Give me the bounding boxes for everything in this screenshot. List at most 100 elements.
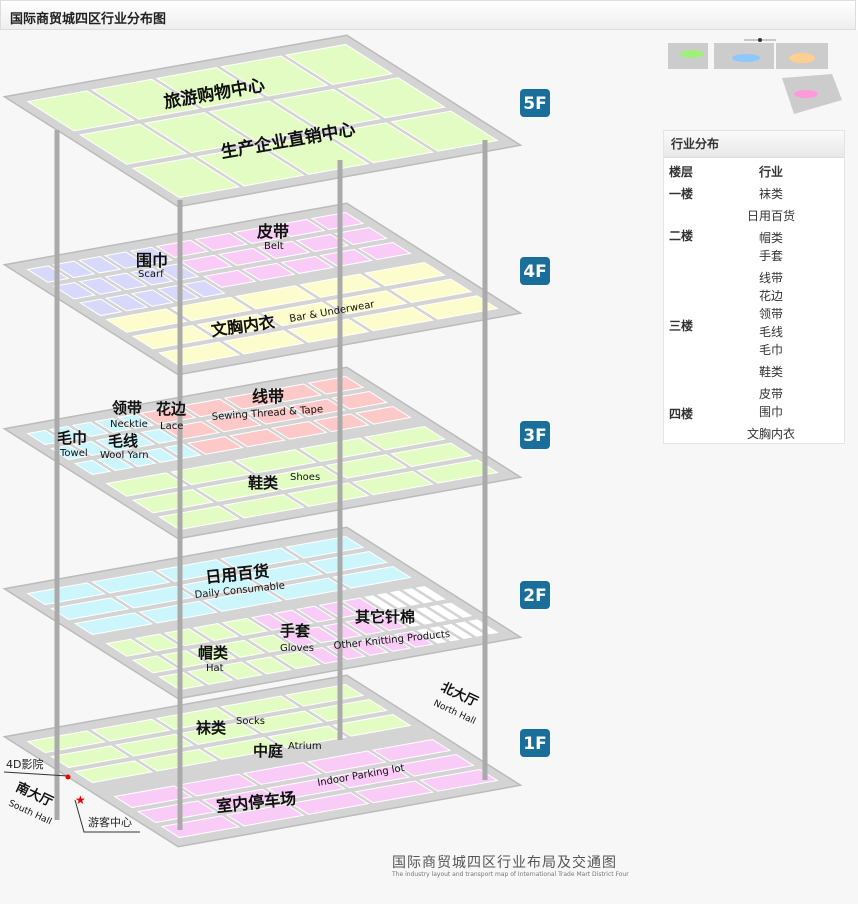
floor-badge-f1[interactable]: 1F — [520, 729, 550, 757]
floor-4: 四楼 — [669, 407, 694, 421]
zone-cell — [90, 78, 200, 120]
zone-scarf: 围巾 — [136, 251, 168, 270]
floor-badge-f2[interactable]: 2F — [520, 581, 550, 609]
zone-cell — [393, 630, 435, 648]
zone-cell — [271, 218, 326, 237]
zone-cell — [307, 375, 365, 395]
industry-item: 线带 — [758, 271, 783, 285]
site-minimap[interactable] — [664, 34, 844, 120]
map-caption: 国际商贸城四区行业布局及交通图 — [392, 855, 617, 871]
zone-gloves-en: Gloves — [280, 643, 314, 654]
zone-cell — [71, 421, 110, 437]
zone-yarn: 毛线 — [108, 432, 138, 450]
zone-cell — [307, 750, 387, 774]
page-header: 国际商贸城四区行业分布图 — [0, 0, 856, 30]
zone-cell — [52, 281, 97, 300]
zone-cell — [131, 325, 214, 350]
floor-badge-f4[interactable]: 4F — [520, 257, 550, 285]
zone-lace: 花边 — [156, 400, 187, 418]
zone-cell — [280, 255, 335, 274]
zone-cell — [284, 43, 394, 85]
zone-cell — [105, 472, 188, 497]
zone-cell — [416, 628, 447, 644]
industry-item: 毛线 — [758, 325, 783, 339]
zone-belt: 皮带 — [256, 222, 289, 241]
visitor-center-label: 游客中心 — [88, 815, 132, 829]
floor-badge-f3[interactable]: 3F — [520, 421, 550, 449]
zone-cell — [354, 405, 412, 425]
zone-socks: 袜类 — [195, 719, 227, 737]
zone-cell — [325, 122, 435, 164]
zone-cell — [114, 733, 195, 757]
zone-cell — [289, 398, 347, 418]
zone-cell — [274, 651, 321, 670]
zone-cell — [117, 432, 156, 448]
zone-cell — [130, 268, 174, 286]
zone-cell — [403, 609, 434, 625]
zone-cell — [310, 211, 365, 231]
zone-cell — [119, 451, 157, 467]
zone-cell — [416, 459, 499, 484]
zone-cell — [441, 602, 473, 618]
zone-cell — [242, 762, 323, 785]
zone-cell — [344, 618, 386, 636]
zone-cell — [205, 413, 263, 433]
zone-cell — [363, 261, 446, 287]
zone-cell — [308, 698, 389, 722]
zone-atrium: 中庭 — [253, 742, 284, 760]
col-industry-header: 行业 — [758, 165, 783, 179]
svg-text:4F: 4F — [523, 262, 546, 282]
zone-cell — [354, 780, 435, 804]
zone-cell — [72, 440, 111, 457]
zone-cell — [116, 413, 155, 429]
zone-cell — [266, 777, 346, 800]
industry-panel: 行业分布 楼层 行业 一楼 袜类 日用百货 二楼 帽类 手套 线带 花边 领带 … — [663, 130, 845, 444]
floor-badge-f5[interactable]: 5F — [520, 89, 550, 117]
industry-item: 花边 — [758, 289, 783, 303]
page-title: 国际商贸城四区行业分布图 — [10, 12, 167, 27]
zone-cell — [113, 785, 193, 809]
svg-text:1F: 1F — [523, 734, 546, 754]
zone-cell — [196, 313, 279, 338]
zone-cell — [222, 330, 305, 355]
zone-cell — [96, 455, 134, 472]
industry-item: 手套 — [758, 249, 783, 263]
zone-cell — [295, 233, 350, 252]
zone-cell — [363, 425, 446, 451]
zone-cell — [187, 666, 234, 685]
zone-cell — [267, 725, 348, 749]
zone-cell — [50, 444, 88, 461]
visitor-star-icon: ★ — [75, 793, 86, 807]
industry-item: 日用百货 — [746, 209, 795, 223]
zone-cell — [130, 289, 175, 307]
zone-cell — [131, 489, 214, 514]
floor-diagram-svg: 旅游购物中心 生产企业直销中心 皮带 Belt 围巾 Scarf 文胸内衣 Ba… — [2, 34, 550, 848]
zone-cell — [234, 285, 317, 310]
zone-cell — [73, 459, 112, 476]
zone-cell — [273, 609, 314, 627]
zone-cell — [177, 773, 258, 797]
zone-cell — [155, 67, 265, 109]
zone-cell — [129, 246, 174, 265]
zone-cell — [429, 626, 460, 642]
cinema-4d-label: 4D影院 — [6, 757, 43, 771]
zone-gloves: 手套 — [280, 622, 311, 640]
zone-cell — [245, 656, 292, 675]
cinema-marker-icon — [65, 774, 71, 780]
zone-cell — [265, 383, 323, 403]
zone-cell — [155, 559, 236, 582]
zone-yarn-en: Wool Yarn — [100, 450, 149, 461]
zone-cell — [367, 614, 408, 632]
zone-cell — [218, 247, 272, 266]
zone-cell — [332, 713, 412, 737]
zone-cell — [376, 592, 408, 609]
zone-cell — [284, 535, 365, 559]
zone-cell — [181, 398, 239, 418]
zone-cell — [218, 639, 266, 658]
zone-hat-en: Hat — [206, 663, 224, 674]
zone-cell — [78, 277, 122, 295]
industry-item: 鞋类 — [758, 365, 783, 379]
zone-cell — [371, 634, 412, 652]
zone-cell — [334, 226, 389, 246]
zone-cell — [243, 562, 324, 586]
